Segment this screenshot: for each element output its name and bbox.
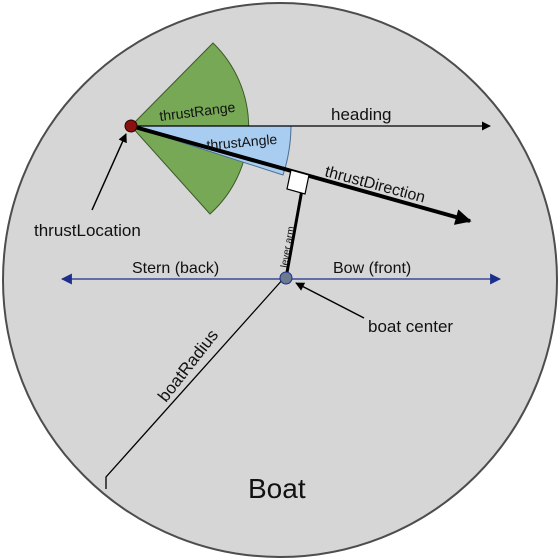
boat-center-label: boat center bbox=[368, 317, 453, 336]
thrust-angle-label: thrustAngle bbox=[206, 131, 278, 153]
boat-center-point bbox=[279, 271, 293, 285]
thrust-location-label: thrustLocation bbox=[34, 221, 141, 240]
right-angle-marker bbox=[286, 169, 310, 195]
heading-label: heading bbox=[331, 105, 392, 124]
stern-label: Stern (back) bbox=[132, 260, 219, 277]
thrust-location-point bbox=[124, 119, 138, 133]
bow-label: Bow (front) bbox=[333, 260, 411, 277]
boat-title: Boat bbox=[248, 473, 306, 504]
boat-center-pointer bbox=[295, 282, 365, 319]
boat-radius-line bbox=[105, 277, 285, 489]
thrust-location-pointer bbox=[91, 133, 127, 211]
